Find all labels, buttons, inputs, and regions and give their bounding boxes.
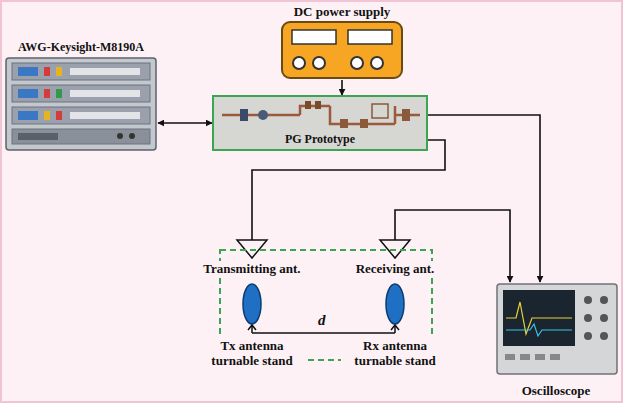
power-supply-drawing: [282, 22, 402, 78]
node-label: Tx antenna turnable stand: [198, 338, 306, 368]
pg-prototype-box: PG Prototype: [212, 95, 428, 151]
node-label: DC power supply: [294, 4, 391, 19]
node-label: PG Prototype: [285, 132, 355, 147]
connector-line: [158, 122, 212, 124]
awg-instrument: AWG-Keysight-M8190A: [4, 40, 158, 150]
power-supply: DC power supply: [262, 4, 422, 80]
awg-drawing: [6, 58, 156, 150]
antenna: Receiving ant.: [330, 240, 460, 280]
node-label: Receiving ant.: [354, 261, 437, 276]
oscilloscope: Oscilloscope: [493, 282, 619, 398]
antenna-stand: [386, 284, 404, 324]
distance-label: d: [318, 312, 326, 329]
node-label: AWG-Keysight-M8190A: [18, 40, 144, 55]
antenna: Transmitting ant.: [187, 240, 317, 280]
oscilloscope-drawing: [497, 284, 617, 374]
connector-line: [341, 80, 343, 95]
connector-line: [252, 140, 445, 240]
node-label: Oscilloscope: [522, 383, 591, 398]
pg-board-drawing: [213, 96, 427, 150]
node-label: Transmitting ant.: [201, 261, 302, 276]
node-label: Rx antenna turnable stand: [341, 338, 449, 368]
antenna-stand: Rx antenna turnable stand: [335, 282, 455, 368]
antenna-stand: Tx antenna turnable stand: [192, 282, 312, 368]
antenna-stand: [243, 284, 261, 324]
connector-line: [428, 115, 540, 282]
